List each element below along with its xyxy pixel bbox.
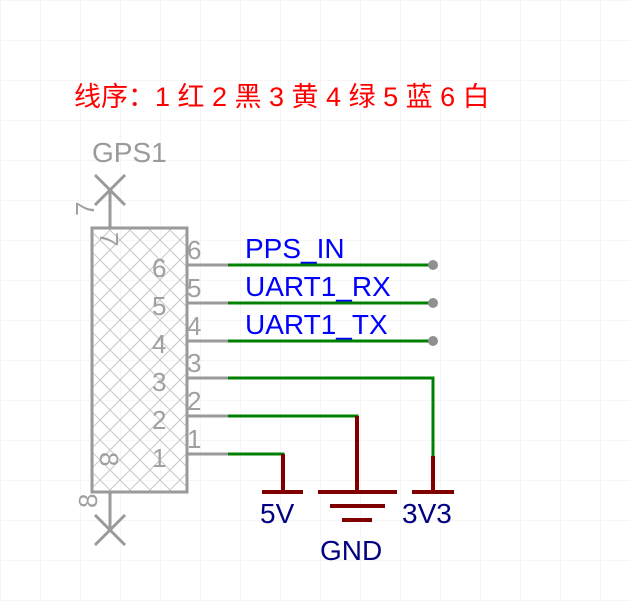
pin-5-number-outer: 5	[187, 273, 201, 303]
pin-8-number-inner: 8	[94, 452, 124, 466]
pin-5-number-inner: 5	[152, 291, 166, 321]
net-label-uart1-tx[interactable]: UART1_TX	[245, 309, 388, 340]
no-connect-x-icon	[93, 513, 127, 547]
wire-end-dot	[428, 298, 438, 308]
no-connect-x-icon	[93, 173, 127, 207]
pin-6-number-outer: 6	[187, 235, 201, 265]
power-symbol-gnd[interactable]: GND	[318, 416, 397, 566]
pin-6-number-inner: 6	[152, 253, 166, 283]
power-symbol-5v[interactable]: 5V	[260, 454, 303, 529]
pin-2-number-inner: 2	[152, 405, 166, 435]
power-label-5v: 5V	[260, 498, 295, 529]
pin-4-number-outer: 4	[187, 311, 201, 341]
pin-3-number-inner: 3	[152, 367, 166, 397]
power-label-gnd: GND	[320, 535, 382, 566]
wire-order-note: 线序：1 红 2 黑 3 黄 4 绿 5 蓝 6 白	[74, 82, 490, 112]
component-designator: GPS1	[92, 137, 167, 168]
wire-3v3[interactable]	[228, 376, 435, 456]
pin-7-number-outer: 7	[70, 202, 100, 216]
power-label-3v3: 3V3	[402, 498, 452, 529]
net-label-uart1-rx[interactable]: UART1_RX	[245, 271, 391, 302]
pin-8-number-outer: 8	[73, 494, 103, 508]
pin-7-number-inner: 7	[94, 232, 124, 246]
power-symbol-3v3[interactable]: 3V3	[402, 456, 454, 529]
net-label-pps-in[interactable]: PPS_IN	[245, 233, 345, 264]
pin-1-number-inner: 1	[152, 443, 166, 473]
wire-end-dot	[428, 260, 438, 270]
wire-end-dot	[428, 336, 438, 346]
pin-3-number-outer: 3	[187, 348, 201, 378]
pin-2-number-outer: 2	[187, 386, 201, 416]
pin-1-number-outer: 1	[187, 424, 201, 454]
pin-4-number-inner: 4	[152, 329, 166, 359]
connector-body	[90, 226, 189, 494]
gps-connector-symbol[interactable]: 7 7 8 8 6 5 4 3 2 1 6 5 4 3 2 1	[70, 173, 228, 547]
